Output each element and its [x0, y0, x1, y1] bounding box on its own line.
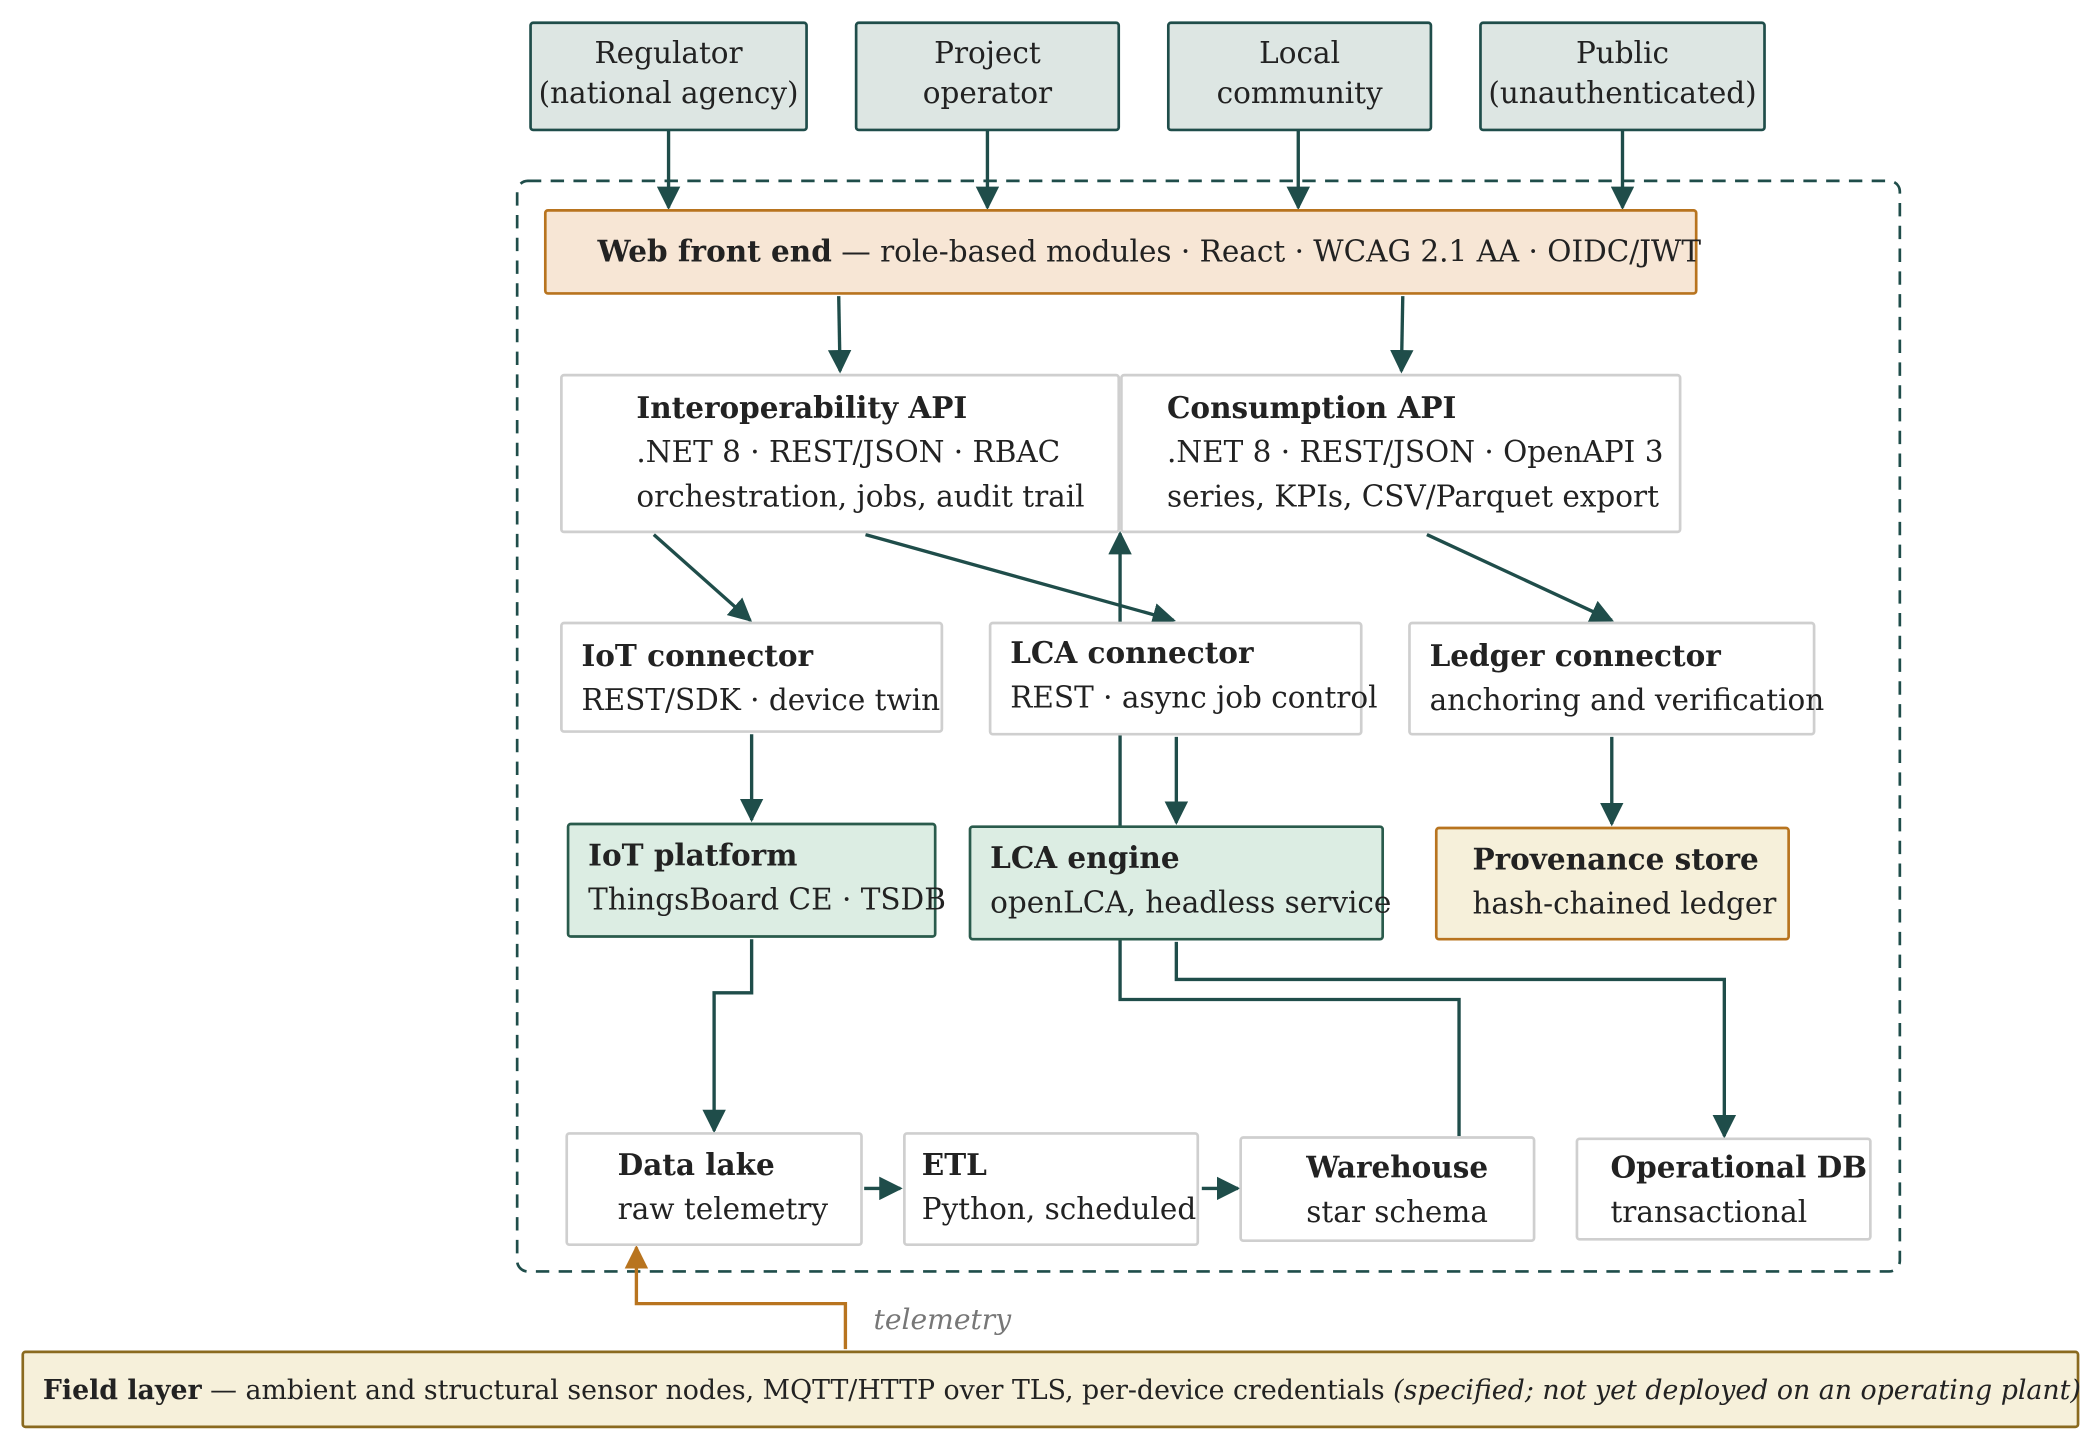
- etl-line1: Python, scheduled: [921, 1193, 1197, 1228]
- iot-platform-title: IoT platform: [588, 838, 798, 874]
- etl: ETL Python, scheduled: [903, 1132, 1200, 1247]
- interop-line2: orchestration, jobs, audit trail: [636, 480, 1085, 515]
- lca-engine-line1: openLCA, headless service: [990, 886, 1392, 921]
- iot-connector-title: IoT connector: [581, 639, 814, 674]
- lca-connector-line1: REST · async job control: [1010, 681, 1378, 716]
- provenance-line1: hash-chained ledger: [1472, 888, 1777, 922]
- arrow-consumption-ledger-connector: [1426, 533, 1614, 623]
- lca-connector: LCA connector REST · async job control: [988, 621, 1378, 736]
- web-front-end: Web front end — role-based modules · Rea…: [543, 209, 1701, 295]
- data-lake-line1: raw telemetry: [617, 1193, 829, 1228]
- actor-operator-line2: operator: [922, 77, 1053, 112]
- consumption-line2: series, KPIs, CSV/Parquet export: [1166, 480, 1659, 515]
- field-layer-note: (specified; not yet deployed on an opera…: [1393, 1373, 2081, 1406]
- lca-engine: LCA engine openLCA, headless service: [968, 825, 1392, 941]
- ledger-connector-title: Ledger connector: [1429, 639, 1721, 674]
- telemetry-label: telemetry: [873, 1303, 1012, 1336]
- iot-connector: IoT connector REST/SDK · device twin: [560, 621, 944, 733]
- consumption-line1: .NET 8 · REST/JSON · OpenAPI 3: [1166, 436, 1664, 471]
- interop-line1: .NET 8 · REST/JSON · RBAC: [636, 436, 1061, 471]
- provenance-store: Provenance store hash-chained ledger: [1434, 826, 1790, 941]
- actor-regulator-line2: (national agency): [538, 77, 799, 112]
- iot-platform-line1: ThingsBoard CE · TSDB: [588, 884, 946, 918]
- field-layer: Field layer — ambient and structural sen…: [21, 1350, 2081, 1429]
- iot-connector-line1: REST/SDK · device twin: [581, 684, 941, 719]
- arrow-iot-platform-datalake: [702, 939, 754, 1134]
- actor-public-line2: (unauthenticated): [1488, 77, 1757, 112]
- lca-connector-title: LCA connector: [1010, 636, 1254, 672]
- frontend-title: Web front end: [597, 234, 832, 270]
- data-lake-title: Data lake: [617, 1148, 775, 1184]
- actor-project-operator: Project operator: [854, 21, 1121, 132]
- consumption-title: Consumption API: [1166, 391, 1457, 427]
- interoperability-api: Interoperability API .NET 8 · REST/JSON …: [560, 373, 1121, 534]
- frontend-detail: — role-based modules · React · WCAG 2.1 …: [831, 235, 1701, 270]
- actor-public-line1: Public: [1575, 37, 1670, 72]
- field-layer-title: Field layer: [42, 1373, 202, 1406]
- ledger-connector: Ledger connector anchoring and verificat…: [1408, 621, 1825, 736]
- system-boundary: [515, 179, 1902, 1273]
- warehouse-line1: star schema: [1306, 1196, 1488, 1230]
- operational-db-line1: transactional: [1610, 1196, 1808, 1230]
- arrow-interop-iot-connector: [652, 533, 753, 622]
- arrow-frontend-consumption: [1390, 296, 1414, 374]
- arrow-warehouse-consumption: [1108, 530, 1461, 1137]
- actor-community-line1: Local: [1259, 37, 1341, 72]
- data-lake: Data lake raw telemetry: [565, 1132, 863, 1247]
- actor-regulator: Regulator (national agency): [529, 21, 808, 132]
- iot-platform: IoT platform ThingsBoard CE · TSDB: [566, 822, 946, 938]
- actor-community-line2: community: [1216, 77, 1383, 112]
- arrow-interop-lca-connector: [865, 532, 1176, 626]
- actor-public: Public (unauthenticated): [1479, 21, 1766, 132]
- warehouse: Warehouse star schema: [1239, 1136, 1536, 1242]
- provenance-title: Provenance store: [1472, 842, 1759, 878]
- etl-title: ETL: [921, 1148, 987, 1184]
- arrow-field-telemetry: [624, 1245, 848, 1350]
- actor-operator-line1: Project: [934, 37, 1041, 72]
- arrow-frontend-interop: [827, 296, 852, 374]
- lca-engine-title: LCA engine: [990, 841, 1180, 877]
- ledger-connector-line1: anchoring and verification: [1429, 684, 1825, 719]
- consumption-api: Consumption API .NET 8 · REST/JSON · Ope…: [1120, 373, 1682, 534]
- interop-title: Interoperability API: [636, 391, 968, 427]
- actor-local-community: Local community: [1166, 21, 1433, 132]
- warehouse-title: Warehouse: [1306, 1150, 1489, 1186]
- arrow-lca-engine-operational-db: [1174, 941, 1737, 1139]
- field-layer-detail: — ambient and structural sensor nodes, M…: [201, 1373, 1394, 1406]
- operational-db: Operational DB transactional: [1575, 1137, 1872, 1241]
- actor-regulator-line1: Regulator: [594, 37, 743, 72]
- operational-db-title: Operational DB: [1610, 1150, 1868, 1186]
